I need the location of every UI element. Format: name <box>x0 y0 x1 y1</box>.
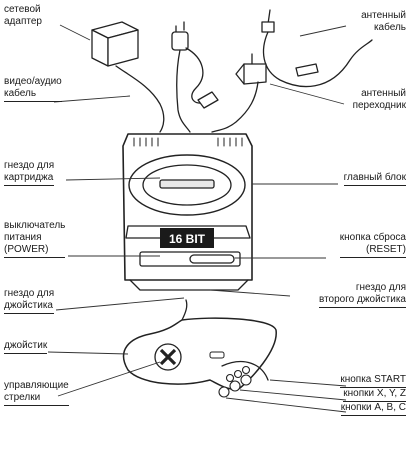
label-xyz-buttons: кнопки X, Y, Z <box>343 388 406 402</box>
antenna-cable <box>261 9 373 88</box>
console-body <box>122 133 253 291</box>
label-antenna-adapter: антенный переходник <box>352 88 406 111</box>
label-direction-arrows: управляющие стрелки <box>4 380 69 406</box>
label-start-button: кнопка START <box>340 374 406 388</box>
dpad-icon <box>154 343 182 371</box>
label-power-switch: выключатель питания (POWER) <box>4 220 66 258</box>
label-abc-buttons: кнопки A, B, C <box>340 402 406 416</box>
label-joystick: джойстик <box>4 340 48 354</box>
face-buttons <box>218 365 252 398</box>
antenna-adapter <box>211 53 267 133</box>
label-main-unit: главный блок <box>343 172 406 186</box>
start-button-icon <box>209 351 225 359</box>
controller <box>122 299 277 390</box>
console-badge-text: 16 BIT <box>169 232 206 246</box>
label-joystick-port-2: гнездо для второго джойстика <box>318 282 406 308</box>
label-joystick-port-1: гнездо для джойстика <box>4 288 55 314</box>
label-antenna-cable: антенный кабель <box>361 10 406 33</box>
av-cable <box>171 21 219 133</box>
label-av-cable: видео/аудио кабель <box>4 76 62 102</box>
power-adapter <box>91 21 165 133</box>
label-reset-button: кнопка сброса (RESET) <box>339 232 406 258</box>
console-badge: 16 BIT <box>160 228 214 248</box>
label-cartridge-slot: гнездо для картриджа <box>4 160 55 186</box>
label-network-adapter: сетевой адаптер <box>4 4 42 27</box>
